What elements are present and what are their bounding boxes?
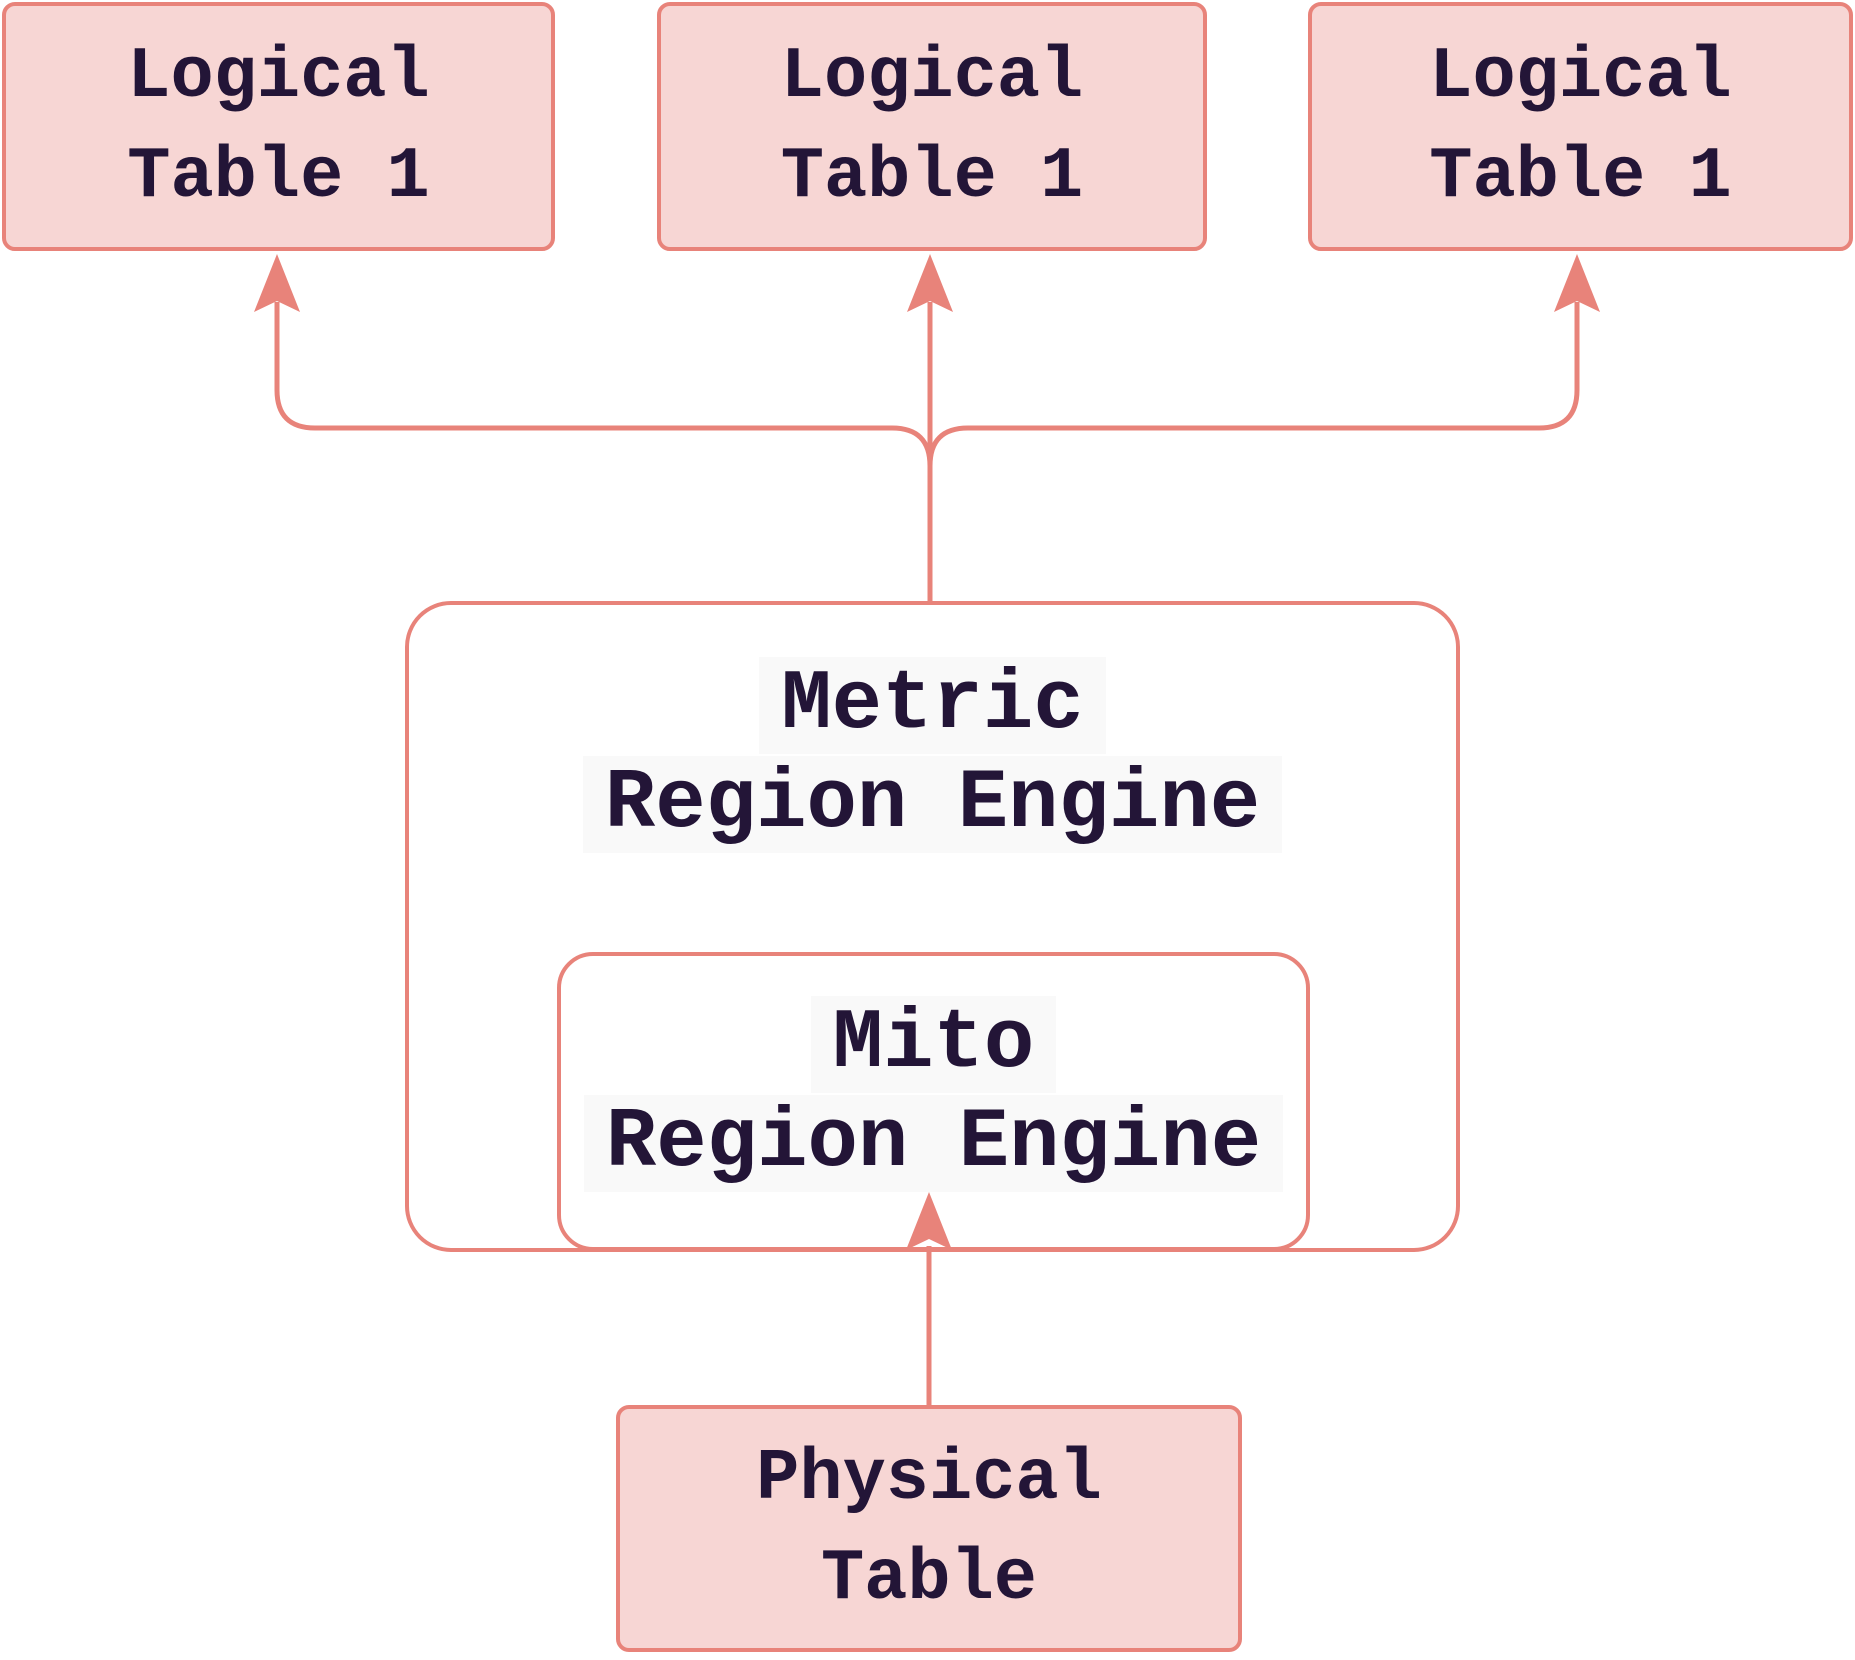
mito-region-engine-title: Mito Region Engine <box>561 994 1306 1194</box>
node-label-line: Table 1 <box>780 135 1084 218</box>
node-metric-region-engine: Metric Region Engine Mito Region Engine <box>405 601 1460 1252</box>
engine-title-line: Mito <box>810 996 1057 1093</box>
engine-title-line: Region Engine <box>582 756 1283 853</box>
engine-title-line: Region Engine <box>583 1095 1284 1192</box>
node-label-line: Logical <box>1429 35 1732 118</box>
edge-metric-to-logical-middle <box>907 254 953 601</box>
engine-title-line: Metric <box>759 657 1106 754</box>
metric-region-engine-title: Metric Region Engine <box>409 655 1456 855</box>
node-mito-region-engine: Mito Region Engine <box>557 952 1310 1251</box>
edge-metric-to-logical-left <box>254 254 933 601</box>
node-label-line: Logical <box>127 35 430 118</box>
node-label-line: Table <box>820 1537 1038 1620</box>
node-label-line: Logical <box>780 35 1084 118</box>
node-logical-table-left: Logical Table 1 <box>2 2 555 251</box>
node-label-line: Table 1 <box>1429 135 1732 218</box>
node-logical-table-right: Logical Table 1 <box>1308 2 1853 251</box>
node-logical-table-middle: Logical Table 1 <box>657 2 1207 251</box>
node-label-line: Physical <box>756 1437 1102 1520</box>
node-physical-table: Physical Table <box>616 1405 1242 1652</box>
edge-metric-to-logical-right <box>927 254 1600 601</box>
node-label-line: Table 1 <box>127 135 430 218</box>
